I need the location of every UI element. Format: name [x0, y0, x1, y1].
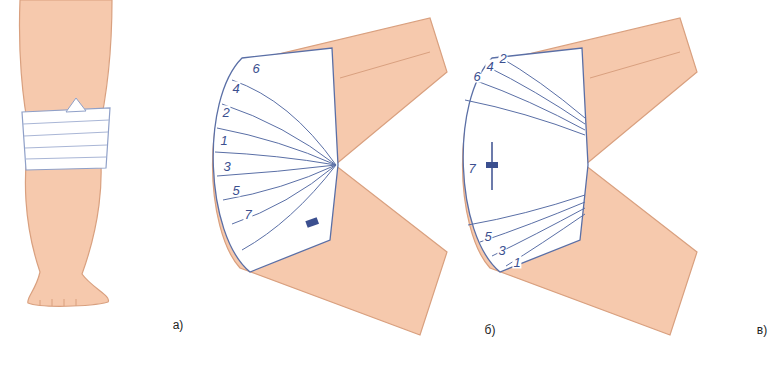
callout-number: 1	[512, 256, 521, 269]
skin-crease	[340, 52, 430, 78]
toe-lines	[40, 299, 76, 306]
panel-letter: б)	[484, 324, 497, 336]
callout-number: 5	[231, 184, 240, 197]
callout-number: 5	[483, 230, 492, 243]
callout-number: 1	[219, 134, 228, 147]
callout-number: 6	[251, 62, 260, 75]
bandage-turns	[23, 120, 109, 159]
callout-number: 4	[485, 60, 494, 73]
safety-pin	[486, 162, 498, 168]
callout-number: 4	[231, 82, 240, 95]
bandage-tail	[66, 98, 86, 112]
leg-bent	[463, 18, 698, 335]
callout-number: 2	[498, 52, 507, 65]
knee-bandage	[463, 48, 588, 272]
skin-crease	[590, 52, 680, 78]
callout-number: 3	[497, 244, 506, 257]
panel-letter: в)	[756, 324, 768, 336]
knee-bandage	[213, 48, 338, 272]
knee-bandage	[22, 108, 110, 170]
panel-letter: а)	[172, 319, 185, 331]
safety-pin	[305, 217, 319, 228]
callout-number: 7	[243, 208, 252, 221]
leg-front	[19, 0, 112, 306]
callout-number: 2	[221, 106, 230, 119]
callout-number: 6	[472, 70, 481, 83]
bandage-turns	[465, 56, 585, 266]
callout-number: 3	[222, 160, 231, 173]
leg-bent	[213, 18, 448, 335]
callout-number: 7	[467, 162, 476, 175]
bandage-turns	[215, 80, 336, 250]
